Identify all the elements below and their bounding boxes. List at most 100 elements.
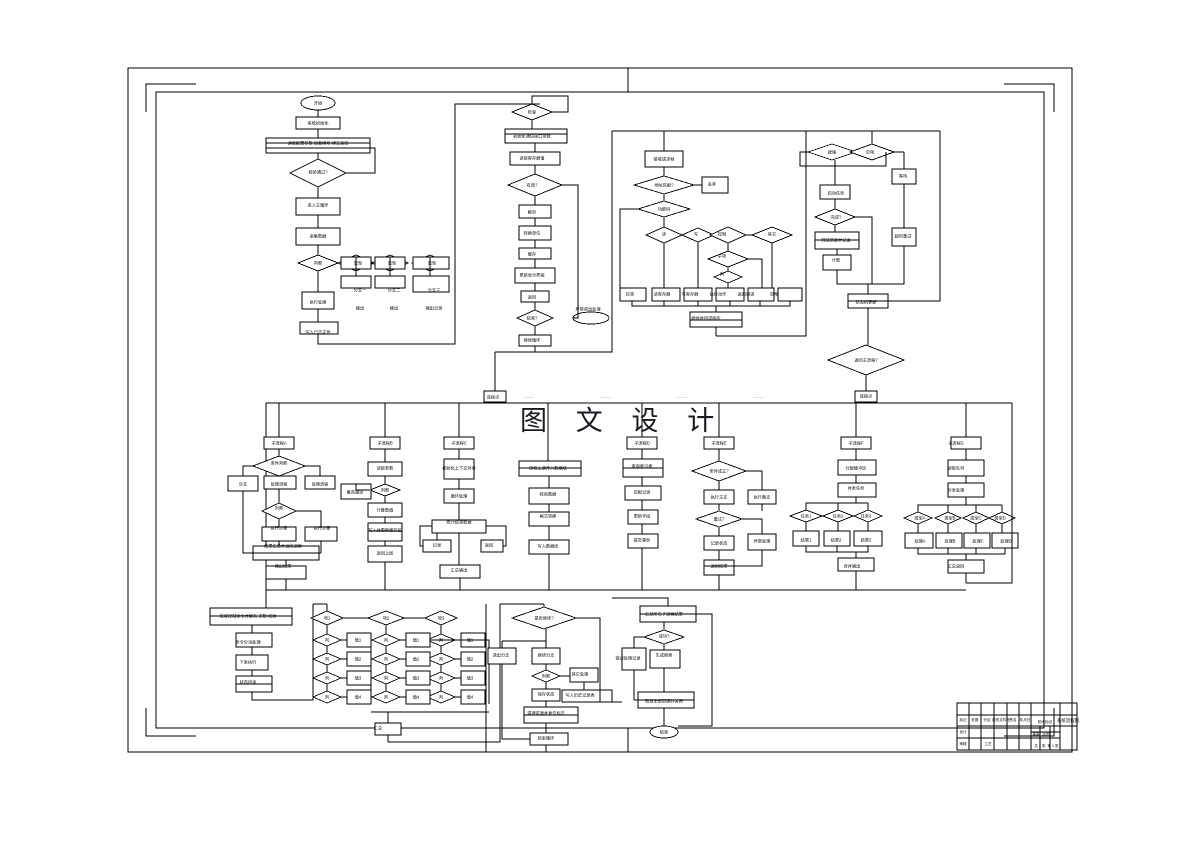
inner-border <box>155 91 1045 729</box>
node-label: 结果2 <box>831 536 842 543</box>
node-label: 汇总所有子流程结果 <box>645 610 684 617</box>
node-label: 执行动作 <box>710 290 728 297</box>
node-label: 判 <box>325 693 329 700</box>
node-label: 判 <box>384 693 388 700</box>
node-label: 控制 <box>718 230 726 237</box>
node-labels: 开始系统初始化读取配置参数 加载模块 建立连接校验通过?进入主循环采集数据判断类… <box>220 99 1012 741</box>
node-process <box>624 485 662 501</box>
node-label: 备选路径 <box>347 488 364 495</box>
node-label: 写入日志文件 <box>305 328 330 335</box>
node-label: 执行步骤 <box>314 524 331 531</box>
node-label: 返回 <box>528 293 536 300</box>
node-label: 判 <box>439 655 443 662</box>
node-label: 处理A <box>914 537 925 544</box>
node-label: 汇总输出 <box>451 566 468 573</box>
node-label: 接收请求帧 <box>654 155 675 162</box>
tb-zone: 分区 <box>983 717 991 722</box>
node-process <box>412 275 450 293</box>
node-process <box>904 532 934 549</box>
node-label: 状态回读 <box>240 678 257 685</box>
node-label: 并发任务 <box>848 484 866 491</box>
node-label: 就绪 <box>828 148 836 155</box>
node-label: 返回 <box>485 541 493 548</box>
node-label: 异常处理 <box>754 537 772 544</box>
node-label: 项2 <box>383 615 390 621</box>
node-label: 输出 <box>390 304 398 311</box>
node-label: 解析 <box>528 208 536 215</box>
node-label: 类型C <box>970 514 981 521</box>
node-label: 地址匹配? <box>654 181 674 188</box>
node-label: 判 <box>384 655 388 662</box>
node-label: 处理流程 <box>312 480 330 487</box>
node-label: 判 <box>439 674 443 681</box>
node-label: 处理C <box>972 537 983 544</box>
node-label: 组帧并回送响应 <box>691 314 720 321</box>
node-process <box>299 321 339 335</box>
node-label: 启动任务 <box>828 189 846 196</box>
node-label: 查询索引表 <box>632 462 654 469</box>
node-label: 更新字段 <box>634 512 652 519</box>
node-label: 统计结果数据 <box>446 518 471 525</box>
node-label: 条件成立? <box>709 467 729 474</box>
node-label: 值4 <box>413 693 420 700</box>
node-label: 执行处理 <box>310 298 328 305</box>
node-label: 读取寄存器值 <box>519 154 544 161</box>
corner-mark-bottom-right <box>1004 708 1055 737</box>
node-label: 应答 <box>626 290 635 297</box>
cluster-sub-b <box>340 436 403 590</box>
node-process <box>777 287 803 302</box>
node-label: 等待 <box>899 172 908 179</box>
node-label: 写寄存器 <box>682 290 700 297</box>
node-label: 释放全部资源并关闭 <box>645 697 683 704</box>
tb-process: 工艺 <box>984 741 992 746</box>
node-label: 计算数值 <box>377 506 394 513</box>
node-process <box>561 689 613 703</box>
node-label: 分发处理 <box>948 486 966 493</box>
node-label: 连接点 <box>487 393 500 400</box>
node-label: 读取参数 <box>377 464 395 471</box>
node-decision <box>370 690 402 704</box>
node-decision <box>848 143 896 161</box>
node-label: 释放资源并记录 <box>821 236 850 243</box>
node-label: 清理资源并复位标志 <box>527 709 565 716</box>
tb-count: 处数 <box>971 717 979 722</box>
node-label: 子流程B <box>377 439 393 446</box>
node-label: 类型 <box>428 259 436 266</box>
node-label: 校验数据 <box>540 490 557 497</box>
cluster-sub-g <box>788 436 884 590</box>
node-label: 采集数据 <box>310 232 327 239</box>
node-label: 结果汇总并返回调用 <box>264 542 302 549</box>
node-label: 格式转换 <box>540 512 558 519</box>
node-process <box>837 482 877 498</box>
node-label: 任务3 <box>861 512 872 519</box>
cluster-start <box>265 95 540 345</box>
node-label: 结束循环 <box>538 734 555 741</box>
node-label: 进入主循环 <box>308 201 329 208</box>
tb-sign: 签名 <box>1009 717 1017 722</box>
corner-mark-bottom-left <box>145 708 196 737</box>
node-label: 合并输出 <box>844 562 861 569</box>
cluster-loop <box>485 603 613 753</box>
corner-mark-top-left <box>145 83 196 112</box>
node-label: 类型A <box>914 514 925 521</box>
node-label: 计数 <box>832 256 841 263</box>
cluster-command <box>209 590 314 701</box>
node-process <box>263 475 297 490</box>
node-label: 子流程G <box>948 439 964 446</box>
node-label: 输出记录 <box>426 304 443 311</box>
node-label: 完成? <box>831 213 842 220</box>
cluster-sub-f <box>690 436 777 590</box>
node-label: 判断 <box>542 672 551 679</box>
node-process <box>935 532 963 549</box>
node-label: 开始 <box>314 99 323 106</box>
node-label: 记录状态 <box>711 539 728 546</box>
node-label: 类型D <box>994 514 1005 521</box>
node-label: 循环处理 <box>451 492 469 499</box>
node-label: 值1 <box>355 636 362 643</box>
node-label: 继续循环 <box>524 336 541 343</box>
node-label: 执行备支 <box>754 493 772 500</box>
cluster-sub-h <box>902 403 1019 584</box>
node-label: 超时重试 <box>895 232 913 239</box>
